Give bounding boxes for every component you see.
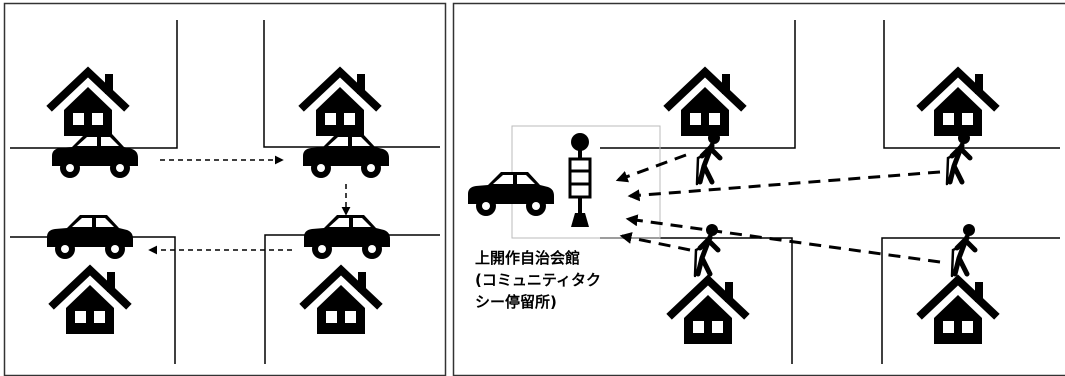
car-icon [303, 134, 389, 178]
house-icon [304, 72, 376, 136]
taxi-stop-label-line2: (コミュニティタク [475, 271, 601, 289]
house-icon [669, 72, 741, 136]
house-icon [922, 72, 994, 136]
elderly-person-icon [952, 224, 975, 276]
taxi-stop-label-line1: 上開作自治会館 [475, 249, 581, 267]
car-icon [52, 134, 138, 178]
taxi-stop-label-line3: シー停留所) [475, 293, 557, 311]
house-icon [922, 280, 994, 344]
house-icon [672, 280, 744, 344]
elderly-person-icon [947, 132, 970, 184]
right-road-lines [600, 20, 1060, 364]
car-icon [468, 172, 554, 216]
house-icon [305, 270, 377, 334]
house-icon [52, 72, 124, 136]
elderly-person-icon [697, 132, 720, 184]
walk-arrow [619, 232, 691, 252]
walk-arrow [615, 153, 687, 183]
car-icon [304, 215, 390, 259]
walk-arrow [625, 214, 941, 264]
walk-arrow [627, 170, 941, 202]
house-icon [54, 270, 126, 334]
taxi-stop-label: 上開作自治会館 (コミュニティタク シー停留所) [475, 247, 675, 313]
bus-stop-pole-icon [568, 133, 592, 227]
car-icon [47, 215, 133, 259]
